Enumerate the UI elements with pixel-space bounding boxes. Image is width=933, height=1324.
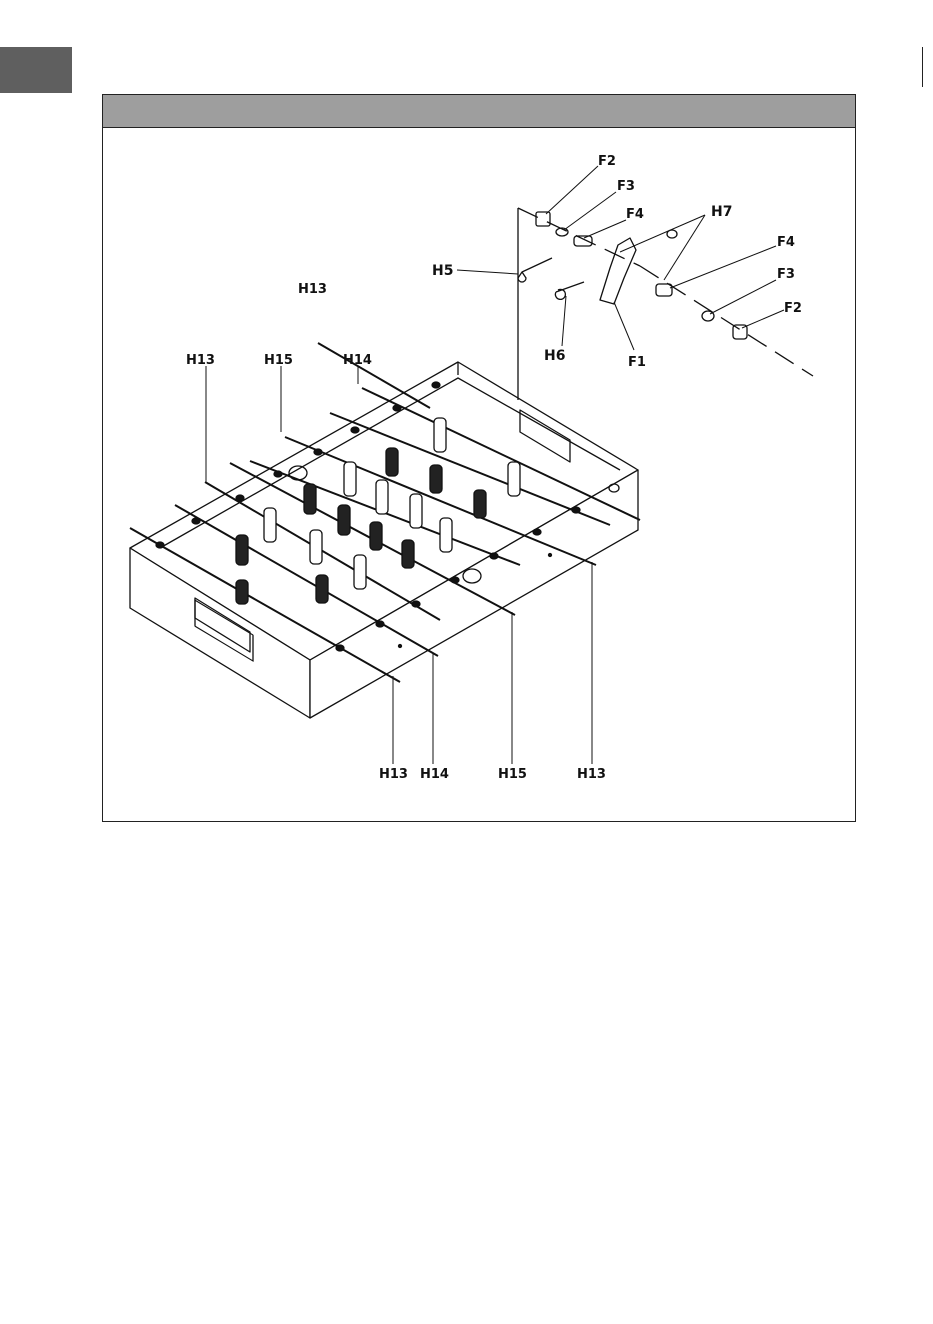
label-f3-top: F3: [617, 179, 635, 194]
label-h13-bottom-a: H13: [379, 767, 408, 782]
label-h7: H7: [711, 204, 732, 220]
label-h13-top: H13: [298, 282, 327, 297]
label-f4-top: F4: [626, 207, 644, 222]
label-h13-left: H13: [186, 353, 215, 368]
label-h6: H6: [544, 348, 565, 364]
label-f2-right: F2: [784, 301, 802, 316]
label-h13-bottom-b: H13: [577, 767, 606, 782]
label-h14-bottom: H14: [420, 767, 449, 782]
label-f3-right: F3: [777, 267, 795, 282]
label-h15-left: H15: [264, 353, 293, 368]
label-f2-top: F2: [598, 154, 616, 169]
exploded-hardware: [518, 208, 813, 400]
label-h15-bottom: H15: [498, 767, 527, 782]
label-h14-left: H14: [343, 353, 372, 368]
label-f1: F1: [628, 355, 646, 370]
label-f4-right: F4: [777, 235, 795, 250]
label-h5: H5: [432, 263, 453, 279]
